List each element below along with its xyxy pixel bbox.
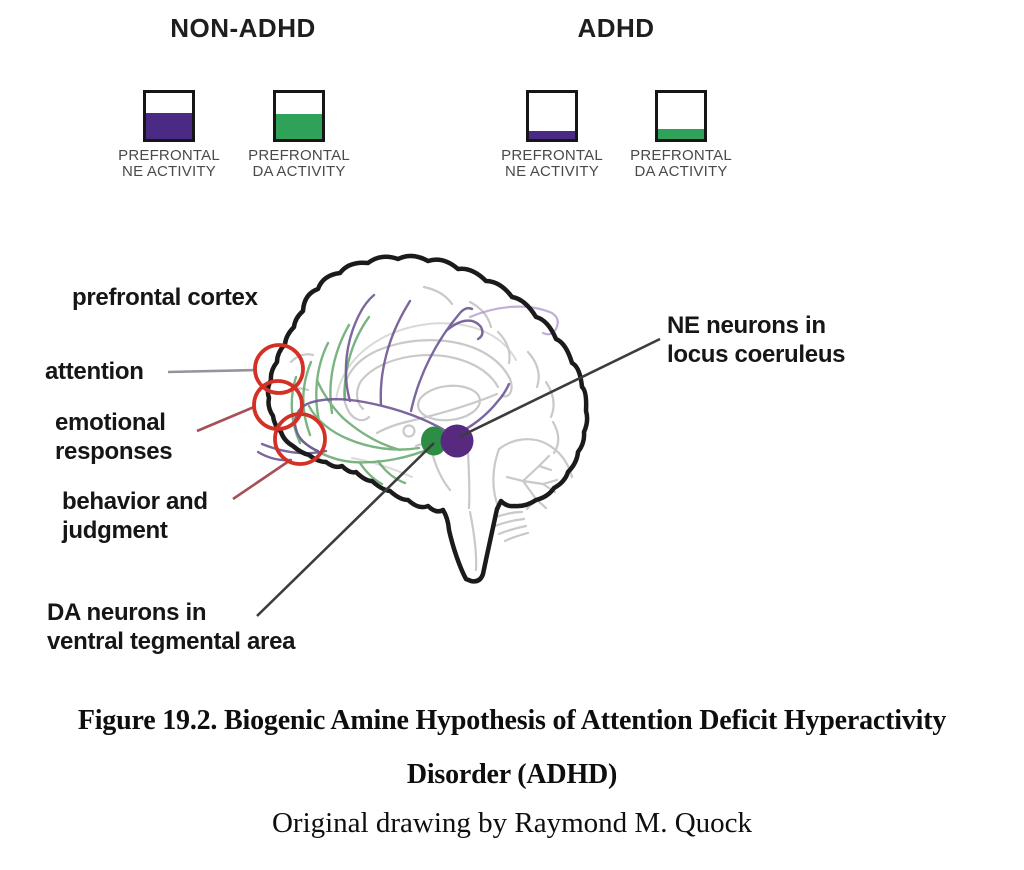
attention-leader-line [167, 368, 258, 374]
behavior-leader-line [232, 459, 290, 501]
meter-label-line: DA ACTIVITY [634, 163, 728, 180]
ne-nucleus-dot [440, 424, 474, 458]
brain-inner-sketch [335, 322, 517, 478]
ne-leader-line [458, 337, 661, 439]
label-line: emotional [55, 409, 166, 436]
ne-fiber-light-path [468, 305, 559, 336]
meter-box [273, 90, 325, 142]
meter-fill-ne [529, 130, 575, 139]
emotional-circle [252, 379, 304, 431]
meter-box [526, 90, 578, 142]
meter-label-line: NE ACTIVITY [505, 163, 599, 180]
meter-label-line: PREFRONTAL [118, 147, 220, 164]
meter-nonadhd-ne: PREFRONTAL NE ACTIVITY [99, 90, 239, 180]
label-da-neurons: DA neurons in ventral tegmental area [47, 598, 295, 656]
label-emotional-responses: emotional responses [55, 408, 173, 466]
meter-fill-da [276, 114, 322, 139]
meter-label-line: PREFRONTAL [248, 147, 350, 164]
meter-box [655, 90, 707, 142]
brain-outline [265, 253, 590, 584]
label-attention: attention [45, 358, 144, 385]
meter-label-line: NE ACTIVITY [122, 163, 216, 180]
label-prefrontal-cortex: prefrontal cortex [72, 284, 258, 311]
prefrontal-highlight-circles [252, 343, 327, 466]
emotional-leader-line [196, 405, 255, 433]
meter-nonadhd-da: PREFRONTAL DA ACTIVITY [229, 90, 369, 180]
meter-box [143, 90, 195, 142]
label-line: responses [55, 438, 173, 465]
figure-caption-line1: Figure 19.2. Biogenic Amine Hypothesis o… [77, 705, 947, 736]
meter-label: PREFRONTAL NE ACTIVITY [482, 148, 622, 180]
attention-circle [253, 343, 305, 395]
meter-label: PREFRONTAL DA ACTIVITY [229, 148, 369, 180]
brain-gray-lines [286, 285, 574, 572]
adhd-title: ADHD [577, 13, 655, 43]
label-line: ventral tegmental area [47, 628, 296, 655]
label-line: judgment [62, 517, 168, 544]
label-behavior-judgment: behavior and judgment [62, 487, 208, 545]
meter-label: PREFRONTAL NE ACTIVITY [99, 148, 239, 180]
label-ne-neurons: NE neurons in locus coeruleus [667, 311, 846, 369]
meter-fill-da [658, 128, 704, 139]
meter-adhd-ne: PREFRONTAL NE ACTIVITY [482, 90, 622, 180]
label-line: behavior and [62, 488, 208, 515]
non-adhd-title: NON-ADHD [170, 13, 316, 43]
meter-adhd-da: PREFRONTAL DA ACTIVITY [611, 90, 751, 180]
meter-label: PREFRONTAL DA ACTIVITY [611, 148, 751, 180]
label-line: NE neurons in [667, 312, 826, 339]
meter-label-line: DA ACTIVITY [252, 163, 346, 180]
meter-label-line: PREFRONTAL [501, 147, 603, 164]
label-line: DA neurons in [47, 599, 207, 626]
label-line: locus coeruleus [667, 341, 846, 368]
meter-label-line: PREFRONTAL [630, 147, 732, 164]
figure-credit: Original drawing by Raymond M. Quock [271, 807, 753, 839]
meter-fill-ne [146, 113, 192, 139]
figure-caption-line2: Disorder (ADHD) [406, 759, 618, 790]
da-leader-line [256, 442, 435, 617]
behavior-circle [273, 412, 327, 466]
